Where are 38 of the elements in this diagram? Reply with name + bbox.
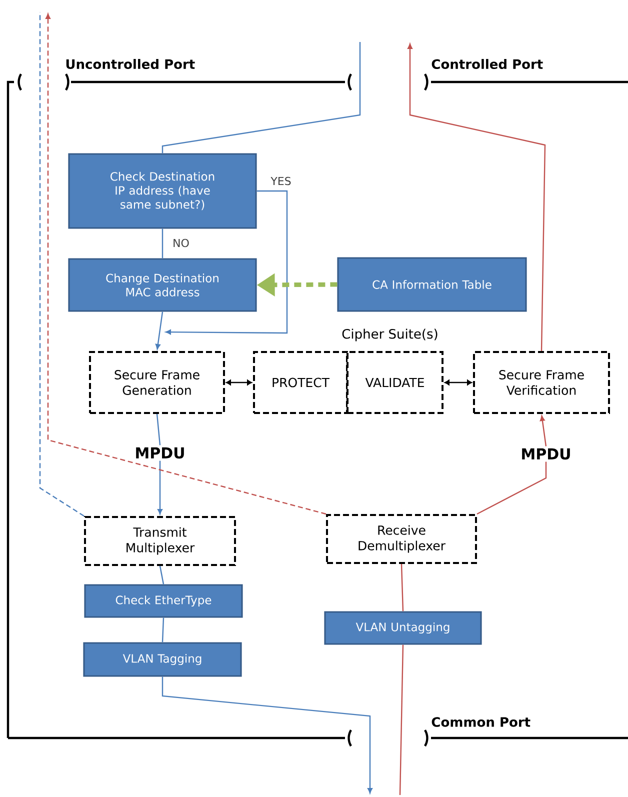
arrow — [540, 416, 547, 446]
process-box: Check EtherType — [84, 584, 243, 618]
arrow — [46, 14, 326, 515]
port-label: Controlled Port — [432, 58, 543, 70]
arrow — [166, 190, 288, 335]
frame-label: MPDU — [132, 445, 188, 461]
connector-line — [400, 564, 404, 612]
connector-line — [476, 462, 547, 515]
process-box: Check Destination IP address (have same subnet?) — [68, 153, 257, 229]
dashed-box: Secure Frame Generation — [89, 351, 225, 414]
connector-line — [399, 644, 404, 796]
process-box: VLAN Tagging — [83, 642, 242, 677]
arrow — [162, 676, 372, 794]
dashed-box: PROTECT — [253, 351, 348, 414]
process-box: VLAN Untagging — [324, 611, 482, 645]
connector-line — [39, 12, 84, 517]
arrow — [408, 44, 546, 352]
group-heading: Cipher Suite(s) — [342, 328, 438, 342]
dashed-box: Receive Demultiplexer — [326, 514, 477, 564]
dashed-box: Secure Frame Verification — [473, 351, 610, 414]
dashed-box: VALIDATE — [346, 351, 444, 414]
connector-line — [156, 414, 161, 446]
port-label: Uncontrolled Port — [66, 58, 195, 70]
frame-label: MPDU — [518, 446, 574, 462]
connector-line — [162, 618, 164, 642]
arrow — [158, 460, 162, 514]
connector-line — [162, 228, 164, 258]
port-label: Common Port — [432, 717, 530, 727]
process-box: Change Destination MAC address — [68, 258, 257, 312]
connector-line — [162, 42, 361, 154]
dashed-box: Transmit Multiplexer — [84, 516, 236, 566]
process-box: CA Information Table — [337, 257, 527, 312]
arrow — [444, 380, 472, 386]
arrow — [226, 380, 252, 386]
edge-label: YES — [270, 176, 292, 186]
connector-line — [159, 566, 164, 584]
edge-label: NO — [172, 238, 190, 248]
arrow — [155, 312, 164, 350]
